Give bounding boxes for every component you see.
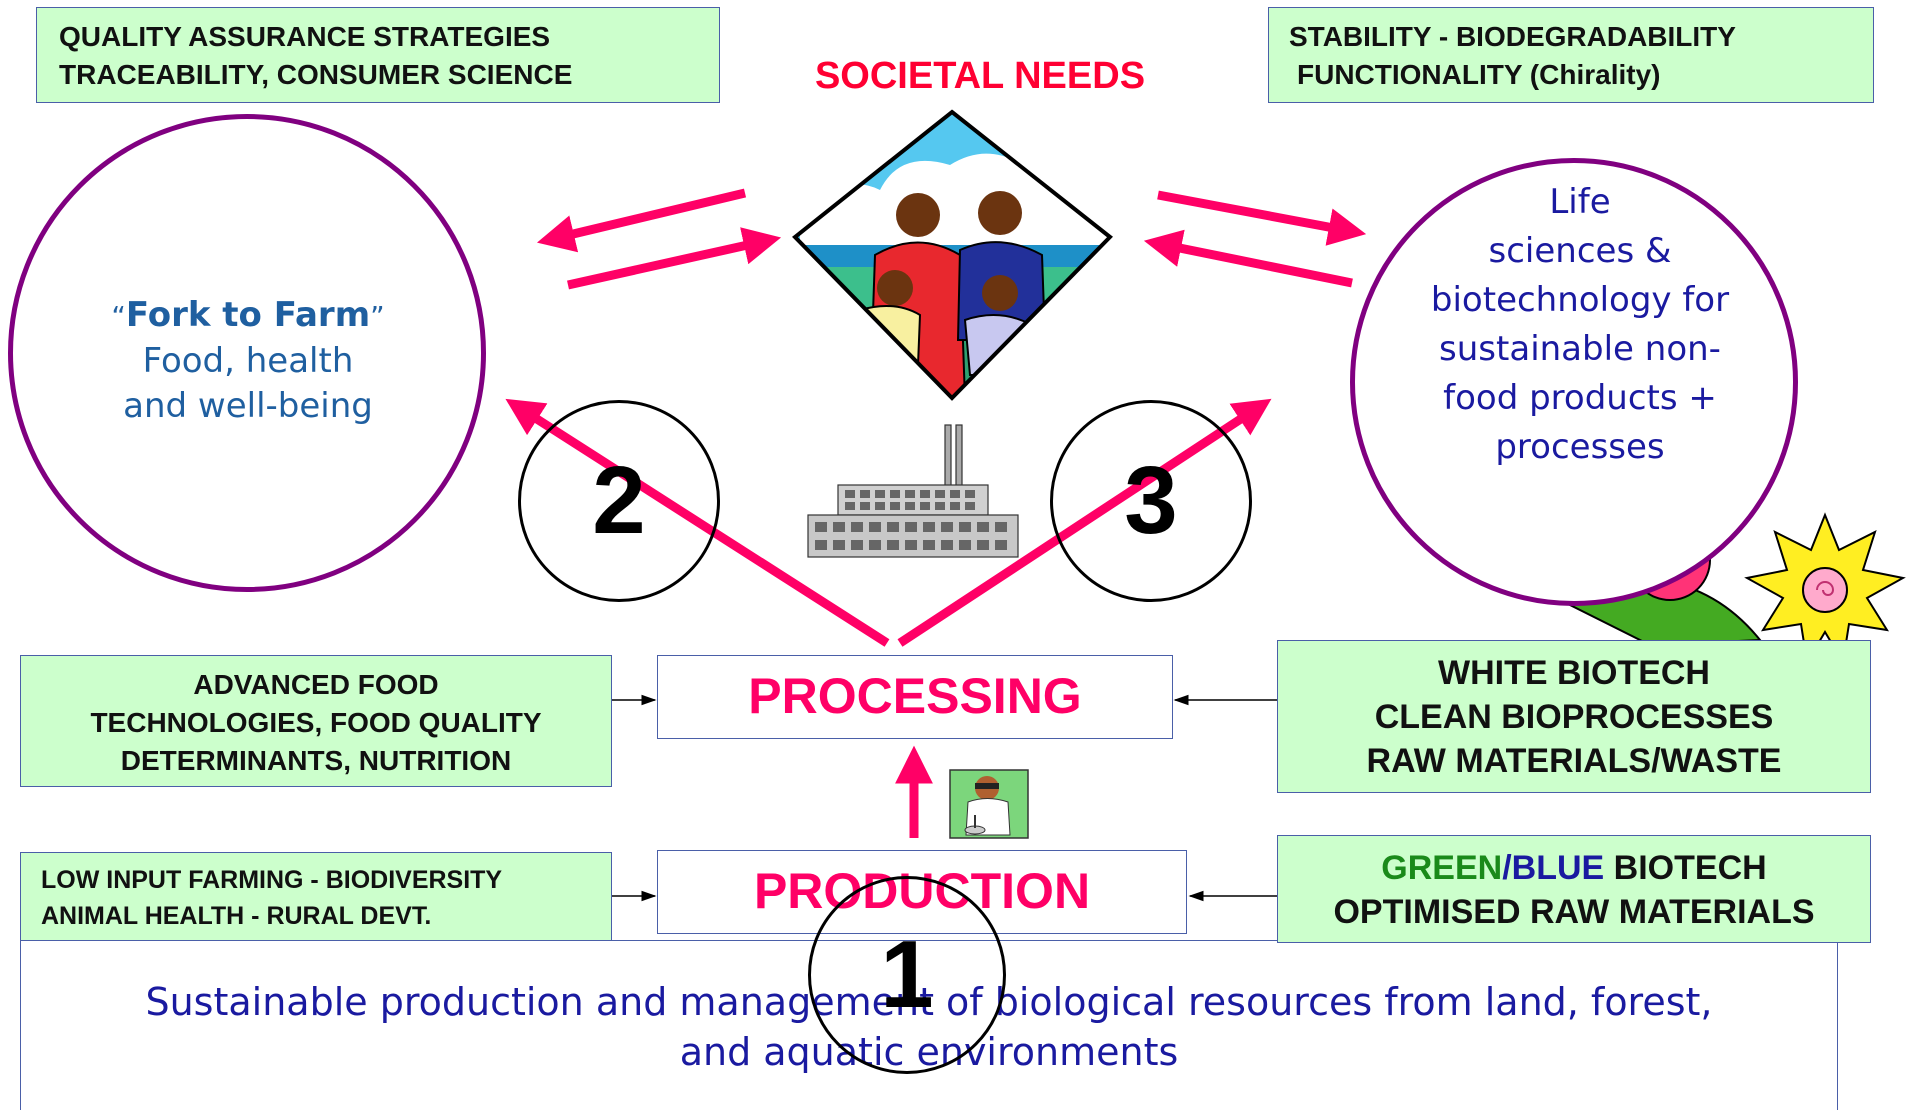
arrow-to-right-circle xyxy=(1157,190,1367,246)
white-biotech-line2: CLEAN BIOPROCESSES xyxy=(1374,698,1774,736)
fork-to-farm-title-line: “Fork to Farm” xyxy=(60,293,436,339)
life-sciences-line6: processes xyxy=(1495,427,1665,467)
white-biotech-box: WHITE BIOTECH CLEAN BIOPROCESSES RAW MAT… xyxy=(1277,640,1871,793)
quote-close: ” xyxy=(370,300,385,333)
advanced-food-box: ADVANCED FOOD TECHNOLOGIES, FOOD QUALITY… xyxy=(20,655,612,787)
stability-box: STABILITY - BIODEGRADABILITY FUNCTIONALI… xyxy=(1268,7,1874,103)
factory-icon xyxy=(807,424,1019,558)
family-icon xyxy=(792,109,1113,401)
societal-needs-title: SOCIETAL NEEDS xyxy=(814,55,1146,97)
life-sciences-line4: sustainable non- xyxy=(1439,329,1721,369)
advanced-food-line2: TECHNOLOGIES, FOOD QUALITY xyxy=(90,707,542,738)
fork-to-farm-text: “Fork to Farm” Food, health and well-bei… xyxy=(60,293,436,429)
low-input-farming-box: LOW INPUT FARMING - BIODIVERSITY ANIMAL … xyxy=(20,852,612,942)
life-sciences-line3: biotechnology for xyxy=(1430,280,1730,320)
stability-line2: FUNCTIONALITY (Chirality) xyxy=(1297,59,1661,90)
white-biotech-line1: WHITE BIOTECH xyxy=(1438,654,1710,692)
processing-box: PROCESSING xyxy=(657,655,1173,739)
number-one-circle: 1 xyxy=(808,876,1006,1074)
quality-assurance-line1: QUALITY ASSURANCE STRATEGIES xyxy=(59,21,551,52)
biotech-word: BIOTECH xyxy=(1604,849,1767,887)
number-two-circle: 2 xyxy=(518,400,720,602)
advanced-food-line3: DETERMINANTS, NUTRITION xyxy=(120,745,512,776)
life-sciences-line1: Life xyxy=(1549,182,1611,222)
green-blue-line2: OPTIMISED RAW MATERIALS xyxy=(1333,893,1815,931)
arrow-from-left-circle xyxy=(567,227,782,290)
green-blue-biotech-box: GREEN/BLUE BIOTECH OPTIMISED RAW MATERIA… xyxy=(1277,835,1871,943)
advanced-food-line1: ADVANCED FOOD xyxy=(193,669,439,700)
fork-to-farm-line2: Food, health xyxy=(142,341,354,381)
green-blue-line1: GREEN/BLUE BIOTECH xyxy=(1278,846,1870,890)
arrow-to-left-circle xyxy=(536,188,747,253)
life-sciences-line2: sciences & xyxy=(1488,231,1672,271)
quality-assurance-box: QUALITY ASSURANCE STRATEGIES TRACEABILIT… xyxy=(36,7,720,103)
life-sciences-line5: food products + xyxy=(1443,378,1717,418)
low-input-line2: ANIMAL HEALTH - RURAL DEVT. xyxy=(41,902,432,930)
fork-to-farm-circle xyxy=(8,114,486,592)
low-input-line1: LOW INPUT FARMING - BIODIVERSITY xyxy=(41,866,503,894)
fork-to-farm-title: Fork to Farm xyxy=(125,295,371,335)
blue-word: BLUE xyxy=(1511,849,1605,887)
number-three-circle: 3 xyxy=(1050,400,1252,602)
green-word: GREEN xyxy=(1381,849,1503,887)
life-sciences-text: Life sciences & biotechnology for sustai… xyxy=(1400,178,1760,472)
fork-to-farm-line3: and well-being xyxy=(123,386,373,426)
life-sciences-circle xyxy=(1350,158,1798,606)
arrow-from-right-circle xyxy=(1143,229,1353,288)
scientist-icon xyxy=(949,769,1029,839)
quote-open: “ xyxy=(111,300,126,333)
quality-assurance-line2: TRACEABILITY, CONSUMER SCIENCE xyxy=(59,59,573,90)
slash: / xyxy=(1502,849,1512,887)
white-biotech-line3: RAW MATERIALS/WASTE xyxy=(1366,742,1782,780)
processing-label: PROCESSING xyxy=(748,668,1082,724)
stability-line1: STABILITY - BIODEGRADABILITY xyxy=(1289,21,1736,52)
